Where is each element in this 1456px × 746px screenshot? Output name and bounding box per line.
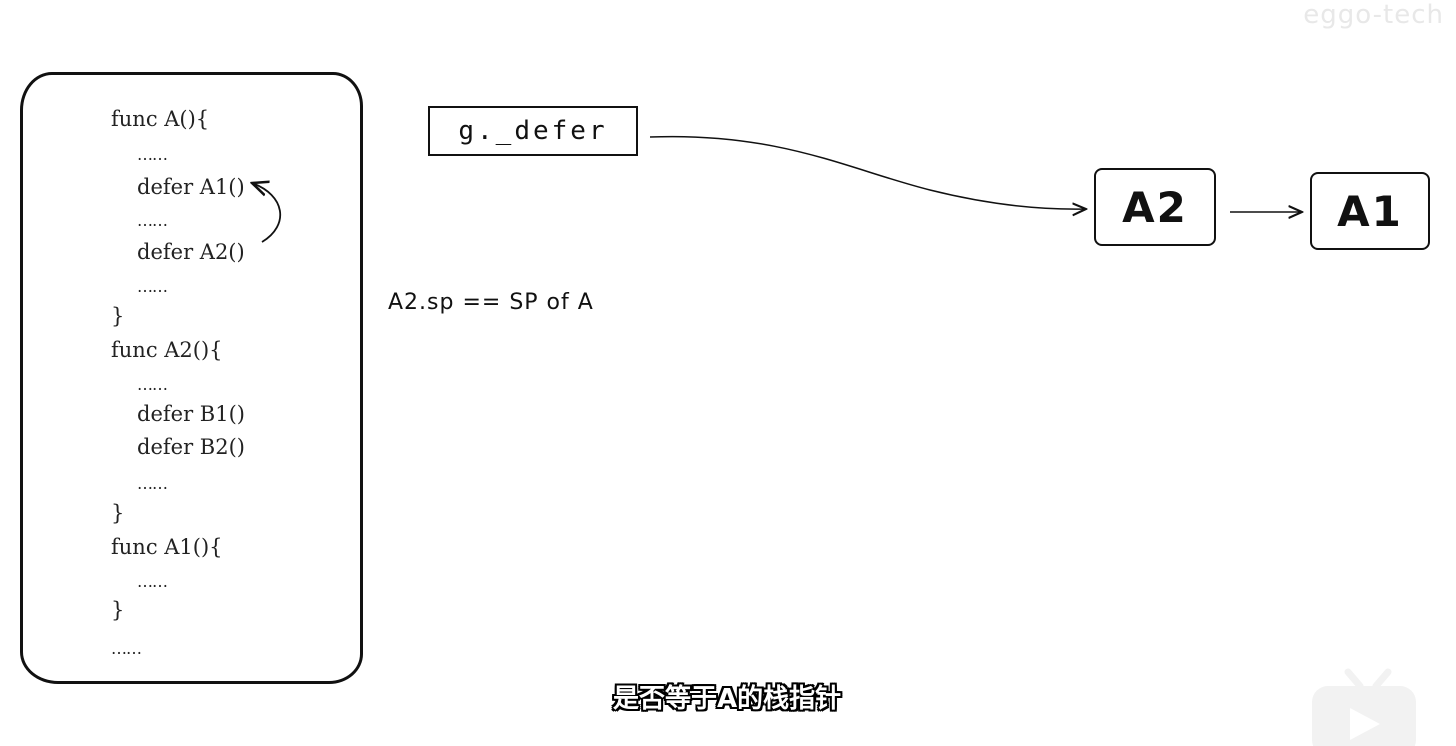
code-line: …… [137,474,168,493]
defer-node-a2: A2 [1094,168,1216,246]
g-defer-box: g._defer [428,106,638,156]
code-line: …… [137,277,168,296]
watermark: eggo-tech [1303,0,1444,30]
sp-note: A2.sp == SP of A [388,290,594,315]
code-line: defer A1() [137,175,245,199]
tv-play-icon [1312,668,1416,746]
code-line: } [111,501,125,525]
code-line: } [111,304,125,328]
code-line: func A1(){ [111,535,223,559]
code-line: defer B1() [137,402,245,426]
code-line: …… [137,375,168,394]
video-subtitle: 是否等于A的栈指针 [613,684,842,714]
node-label: A2 [1122,182,1188,232]
code-line: defer B2() [137,435,245,459]
code-line: …… [111,639,142,658]
defer-node-a1: A1 [1310,172,1430,250]
code-panel: func A(){ …… defer A1() …… defer A2() ……… [20,72,363,684]
code-line: …… [137,145,168,164]
g-defer-to-a2-arrow [649,135,1086,210]
code-line: …… [137,211,168,230]
code-line: } [111,598,125,622]
node-label: A1 [1337,186,1403,236]
code-line: defer A2() [137,240,245,264]
g-defer-label: g._defer [458,116,608,146]
code-line: …… [137,572,168,591]
code-line: func A2(){ [111,338,223,362]
code-line: func A(){ [111,107,210,131]
